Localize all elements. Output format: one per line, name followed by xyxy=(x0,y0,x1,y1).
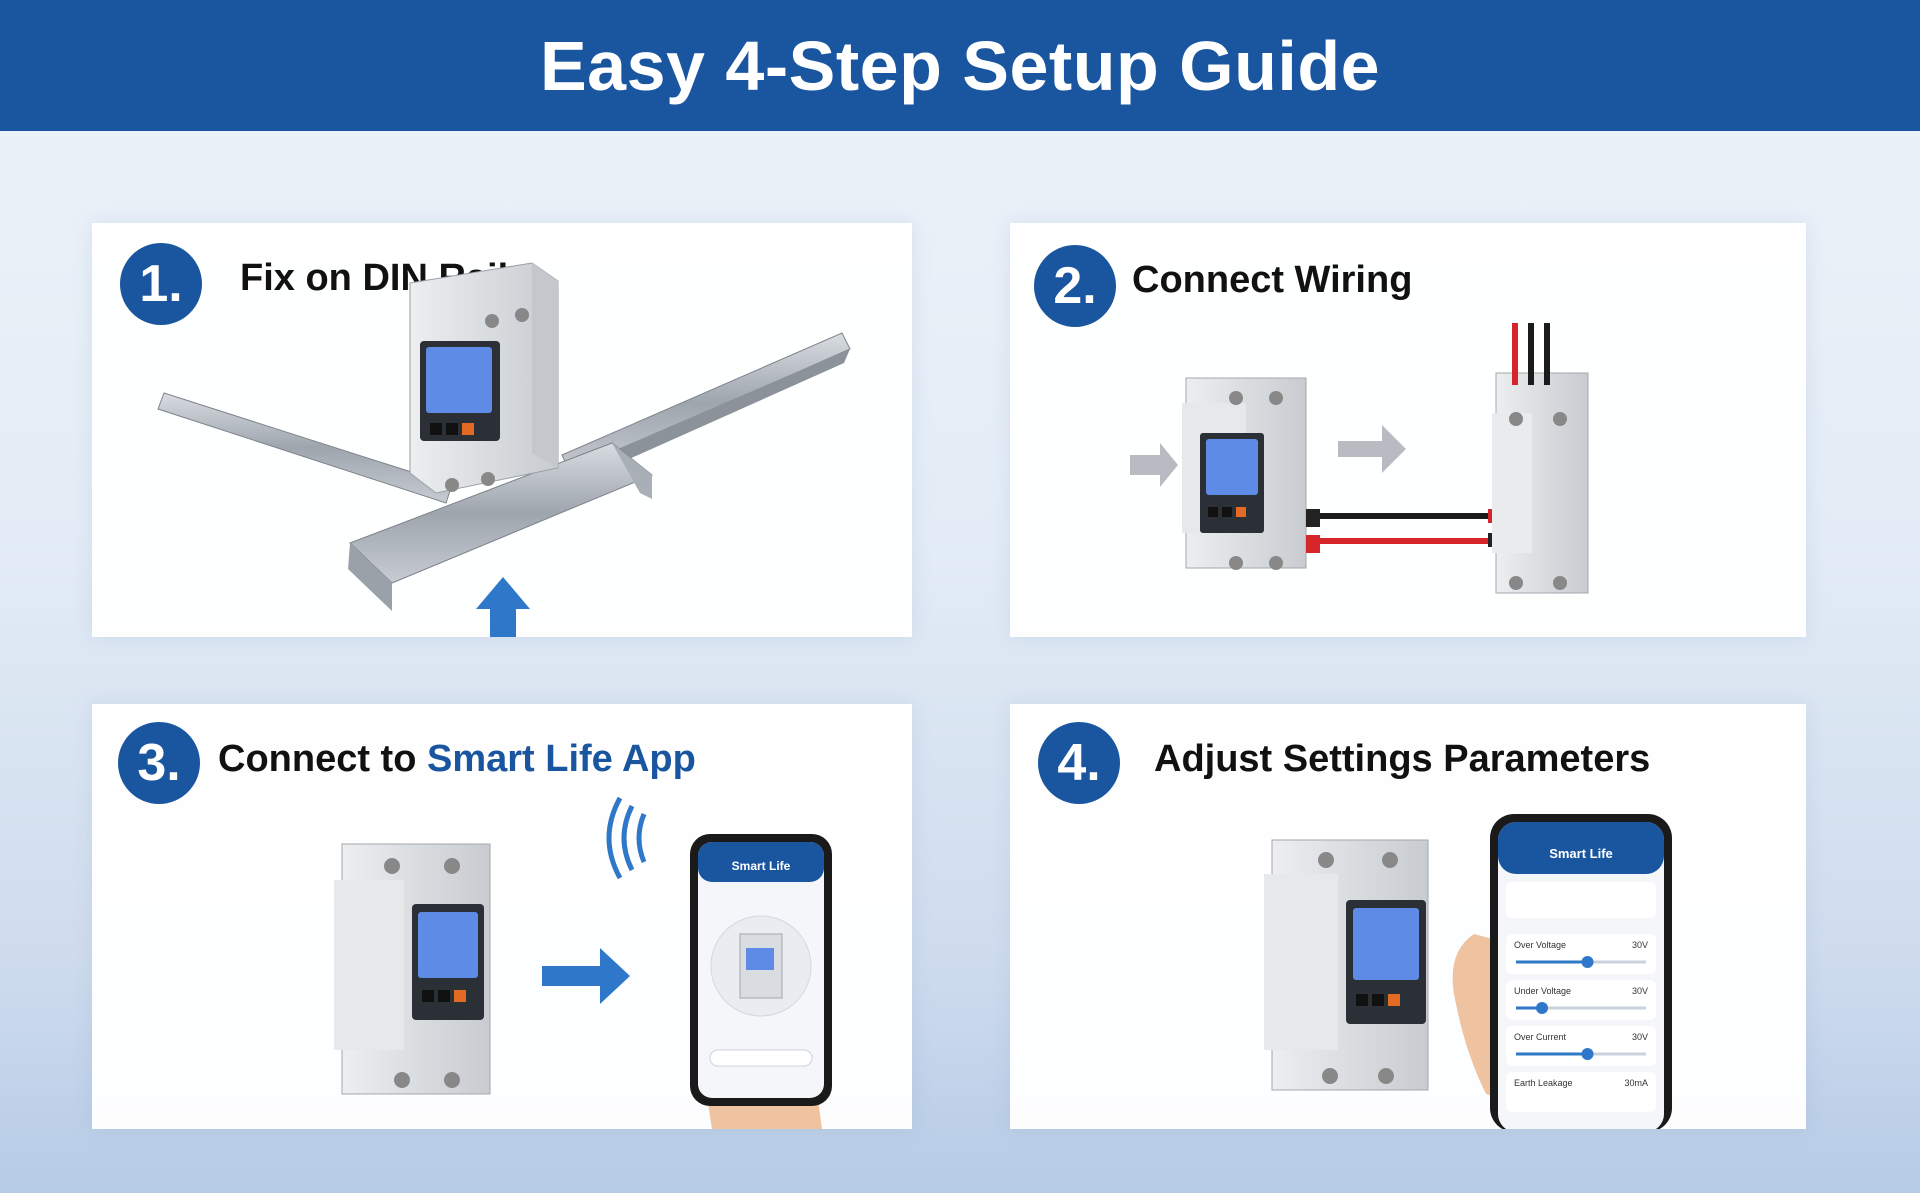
svg-text:Smart Life: Smart Life xyxy=(1549,846,1613,861)
app-connect-illustration: Smart Life xyxy=(334,796,832,1129)
step-4-title: Adjust Settings Parameters xyxy=(1154,738,1651,780)
step-3-title: Connect to Smart Life App xyxy=(218,738,696,781)
lcd-screen xyxy=(426,347,492,413)
wiring-illustration xyxy=(1130,323,1589,594)
wifi-icon xyxy=(636,813,647,863)
step-3-panel: 3. Connect to Smart Life App Smart Life xyxy=(92,704,912,1129)
setting-row[interactable] xyxy=(1506,934,1656,974)
settings-illustration: Smart Life Over Voltage 30V Under Voltage 3… xyxy=(1264,814,1672,1129)
page-title: Easy 4-Step Setup Guide xyxy=(539,26,1381,105)
step-4-panel: 4. Adjust Settings Parameters Smart Life… xyxy=(1010,704,1806,1129)
setting-row[interactable] xyxy=(1506,1072,1656,1112)
step-1-panel: 1. Fix on DIN Rail xyxy=(92,223,912,637)
din-rail-illustration xyxy=(157,262,851,637)
step-2-title: Connect Wiring xyxy=(1132,259,1413,301)
step-3-title-prefix: Connect to xyxy=(218,738,427,780)
svg-text:Smart Life: Smart Life xyxy=(732,859,791,873)
setting-label: Over Current xyxy=(1514,1032,1567,1042)
step-3-title-highlight: Smart Life App xyxy=(426,738,696,780)
arrow-icon xyxy=(1338,425,1406,473)
arrow-icon xyxy=(1130,443,1178,487)
slider-knob[interactable] xyxy=(1581,1048,1594,1060)
arrow-right-icon xyxy=(542,948,630,1004)
step-2-badge: 2. xyxy=(1034,245,1116,327)
setting-label: Under Voltage xyxy=(1514,986,1571,996)
setting-value: 30V xyxy=(1632,986,1648,996)
step-2-panel: 2. Connect Wiring xyxy=(1010,223,1806,637)
setting-value: 30mA xyxy=(1624,1078,1648,1088)
step-4-badge: 4. xyxy=(1038,722,1120,804)
step-1-badge: 1. xyxy=(120,243,202,325)
slider-knob[interactable] xyxy=(1581,956,1594,968)
setting-value: 30V xyxy=(1632,1032,1648,1042)
setting-value: 30V xyxy=(1632,940,1648,950)
page-header: Easy 4-Step Setup Guide xyxy=(0,0,1920,131)
setting-label: Earth Leakage xyxy=(1514,1078,1573,1088)
step-3-badge: 3. xyxy=(118,722,200,804)
slider-knob[interactable] xyxy=(1536,1002,1548,1014)
setting-row[interactable] xyxy=(1506,1026,1656,1066)
setting-label: Over Voltage xyxy=(1514,940,1566,950)
